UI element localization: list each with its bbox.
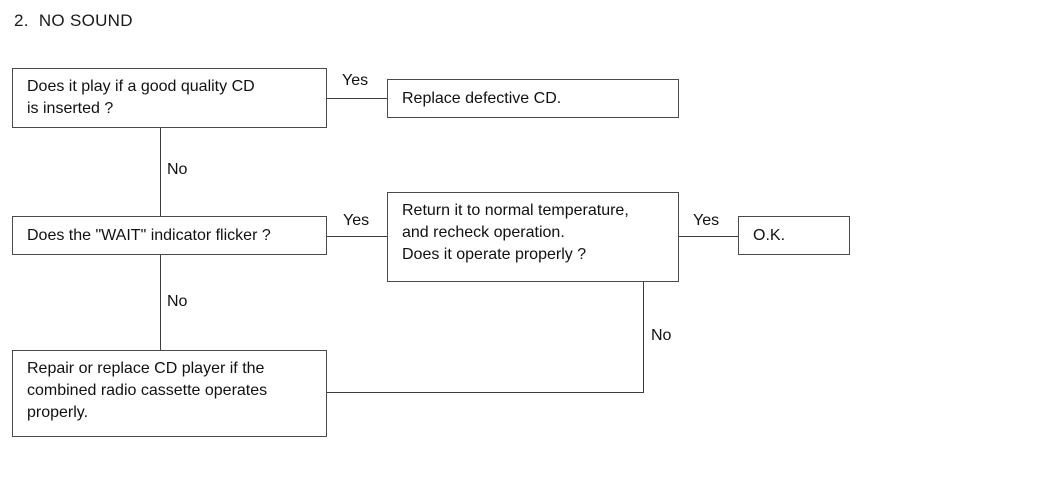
node-a2-ok[interactable]: O.K. (738, 216, 850, 255)
connector-q2-to-a3 (160, 255, 161, 350)
node-q2-wait-indicator-flicker[interactable]: Does the "WAIT" indicator flicker ? (12, 216, 327, 255)
connector-q1-to-q2 (160, 128, 161, 216)
connector-q1-to-a1 (327, 98, 387, 99)
branch-label-q2-no: No (167, 293, 188, 310)
node-q3-return-to-normal-temperature[interactable]: Return it to normal temperature, and rec… (387, 192, 679, 282)
connector-q3-no-horizontal (327, 392, 644, 393)
branch-label-q3-no: No (651, 327, 672, 344)
branch-label-q1-yes: Yes (342, 72, 369, 89)
node-a1-replace-defective-cd[interactable]: Replace defective CD. (387, 79, 679, 118)
node-a3-repair-or-replace[interactable]: Repair or replace CD player if the combi… (12, 350, 327, 437)
branch-label-q1-no: No (167, 161, 188, 178)
connector-q2-to-q3 (327, 236, 387, 237)
page-title: 2. NO SOUND (14, 11, 133, 30)
connector-q3-no-vertical (643, 282, 644, 393)
node-q1-does-it-play[interactable]: Does it play if a good quality CD is ins… (12, 68, 327, 128)
branch-label-q2-yes: Yes (343, 212, 370, 229)
branch-label-q3-yes: Yes (693, 212, 720, 229)
connector-q3-to-ok (679, 236, 738, 237)
